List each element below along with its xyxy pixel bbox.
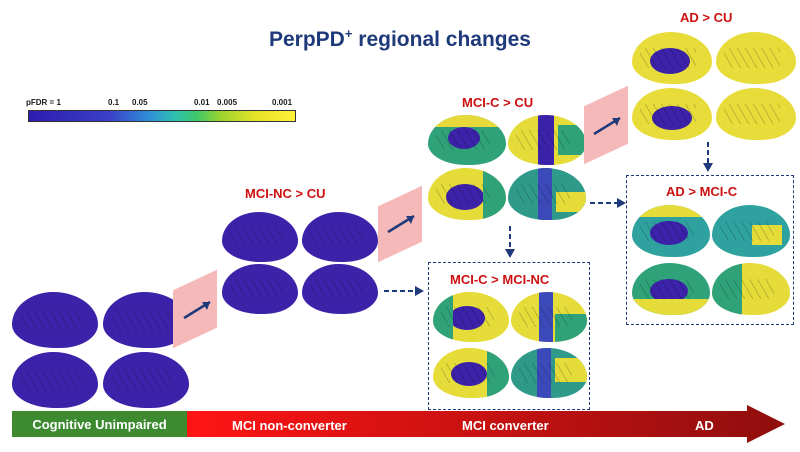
label-mci-nc-cu: MCI-NC > CU [245, 186, 326, 201]
right-arrow-icon [384, 204, 420, 240]
stage-cu: Cognitive Unimpaired [12, 411, 187, 437]
brain-cu-3 [12, 352, 98, 408]
brain-cu-1 [12, 292, 98, 348]
right-arrow-icon [180, 290, 216, 326]
colorbar-tick-0.1: 0.1 [108, 98, 119, 107]
brain-ad-cu-3 [632, 88, 712, 140]
colorbar-tick-0.01: 0.01 [194, 98, 210, 107]
brain-ad-cu-4 [716, 88, 796, 140]
stage-ad: AD [695, 418, 714, 433]
brain-mci-nc-4 [302, 264, 378, 314]
label-ad-mci-c: AD > MCI-C [666, 184, 737, 199]
stage-mci-nc: MCI non-converter [232, 418, 347, 433]
brain-mci-c-4 [508, 168, 586, 220]
colorbar-tick-0.001: 0.001 [272, 98, 292, 107]
brain-cu-4 [103, 352, 189, 408]
brain-mci-c-3 [428, 168, 506, 220]
label-ad-cu: AD > CU [680, 10, 732, 25]
brain-mci-c-1 [428, 115, 506, 165]
brain-mci-nc-3 [222, 264, 298, 314]
dashed-down-arrow-icon [701, 140, 715, 174]
label-mci-c-mci-nc: MCI-C > MCI-NC [450, 272, 549, 287]
brain-ad-mci-c-1 [632, 205, 710, 257]
stage-mci-c: MCI converter [462, 418, 549, 433]
colorbar-tick-0.005: 0.005 [217, 98, 237, 107]
dashed-down-arrow-icon [503, 224, 517, 260]
brain-mci-c-mci-nc-3 [433, 348, 509, 398]
brain-mci-nc-1 [222, 212, 298, 262]
brain-mci-c-2 [508, 115, 586, 165]
label-mci-c-cu: MCI-C > CU [462, 95, 533, 110]
colorbar-tick-0.05: 0.05 [132, 98, 148, 107]
dashed-arrow-icon [382, 284, 426, 298]
dashed-arrow-icon [588, 196, 628, 210]
brain-mci-nc-2 [302, 212, 378, 262]
colorbar-tick-pfdr1: pFDR = 1 [26, 98, 61, 107]
right-arrow-icon [590, 106, 626, 142]
colorbar [28, 110, 296, 122]
